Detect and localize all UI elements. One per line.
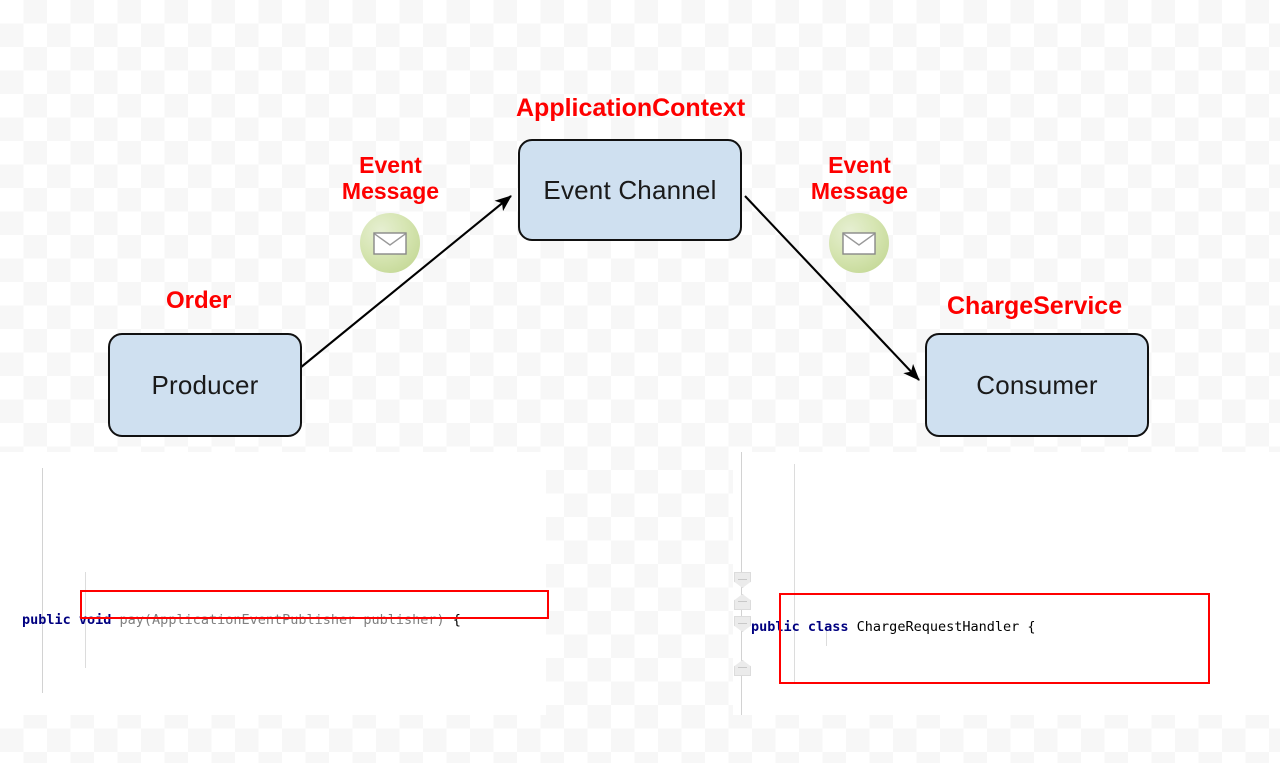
code-line <box>0 688 546 708</box>
node-producer[interactable]: Producer <box>108 333 302 437</box>
fold-collapse-icon[interactable] <box>734 616 751 632</box>
node-consumer[interactable]: Consumer <box>925 333 1149 437</box>
code-panel-producer[interactable]: public void pay(ApplicationEventPublishe… <box>0 452 546 715</box>
code-lines: public class ChargeRequestHandler { priv… <box>733 572 1280 715</box>
node-label: Consumer <box>976 369 1098 400</box>
indent-guide <box>826 624 827 646</box>
envelope-icon <box>829 213 889 273</box>
node-label: Event Channel <box>543 174 717 205</box>
annotation-order: Order <box>166 287 232 314</box>
fold-expand-icon[interactable] <box>734 594 751 610</box>
fold-collapse-icon[interactable] <box>734 572 751 588</box>
node-event-channel[interactable]: Event Channel <box>518 139 742 241</box>
arrow-channel-to-consumer <box>744 195 920 381</box>
envelope-glyph <box>373 231 407 255</box>
envelope-icon <box>360 213 420 273</box>
annotation-application-context: ApplicationContext <box>516 94 746 122</box>
code-panel-handler[interactable]: public class ChargeRequestHandler { priv… <box>733 452 1280 715</box>
code-line: public class ChargeRequestHandler { <box>751 619 1036 635</box>
code-line <box>733 682 1280 702</box>
indent-guide <box>85 572 86 668</box>
code-lines: public void pay(ApplicationEventPublishe… <box>0 552 546 715</box>
code-gutter-rail <box>42 468 43 693</box>
node-label: Producer <box>151 369 259 400</box>
envelope-glyph <box>842 231 876 255</box>
fold-expand-icon[interactable] <box>734 660 751 676</box>
indent-guide <box>794 464 795 684</box>
annotation-charge-service: ChargeService <box>947 292 1123 320</box>
code-line: public void pay(ApplicationEventPublishe… <box>22 612 461 628</box>
